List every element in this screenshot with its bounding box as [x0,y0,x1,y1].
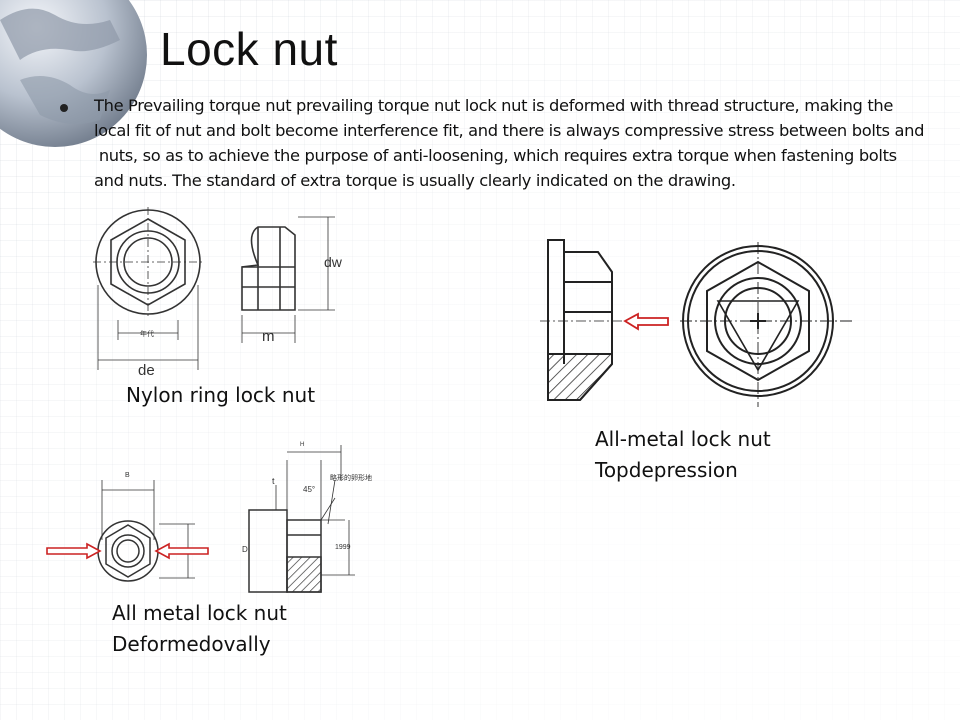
caption-all-metal-top: All-metal lock nut Topdepression [595,427,771,482]
caption-nylon: Nylon ring lock nut [126,383,316,407]
dim-note: 略形的卵形地 [330,473,372,482]
caption-all-metal-oval: All metal lock nut Deformedovally [112,601,287,656]
globe-icon [0,0,147,147]
paragraph-line: The Prevailing torque nut prevailing tor… [94,96,894,115]
dim-note: 年代 [140,329,154,338]
dim-angle: 45° [303,485,315,494]
dim-code: 1999 [335,544,351,551]
nylon-ring-nut-drawing: 年代 de m dw [93,207,343,379]
description-paragraph: The Prevailing torque nut prevailing tor… [94,93,944,193]
dim-dw: dw [324,254,343,270]
all-metal-top-nut-drawing [540,239,855,407]
dim-t: t [272,476,275,486]
all-metal-oval-nut-drawing: B H t 45° 略形的卵形地 1999 D [46,442,372,593]
dim-de: de [138,362,155,379]
page-title: Lock nut [160,23,338,75]
paragraph-line: local fit of nut and bolt become interfe… [94,121,925,140]
dim-m: m [262,328,275,345]
paragraph-line: and nuts. The standard of extra torque i… [94,171,736,190]
dim-h: H [300,442,304,448]
dim-d: D [242,545,248,554]
dim-b: B [125,472,130,479]
paragraph-line: nuts, so as to achieve the purpose of an… [94,146,897,165]
